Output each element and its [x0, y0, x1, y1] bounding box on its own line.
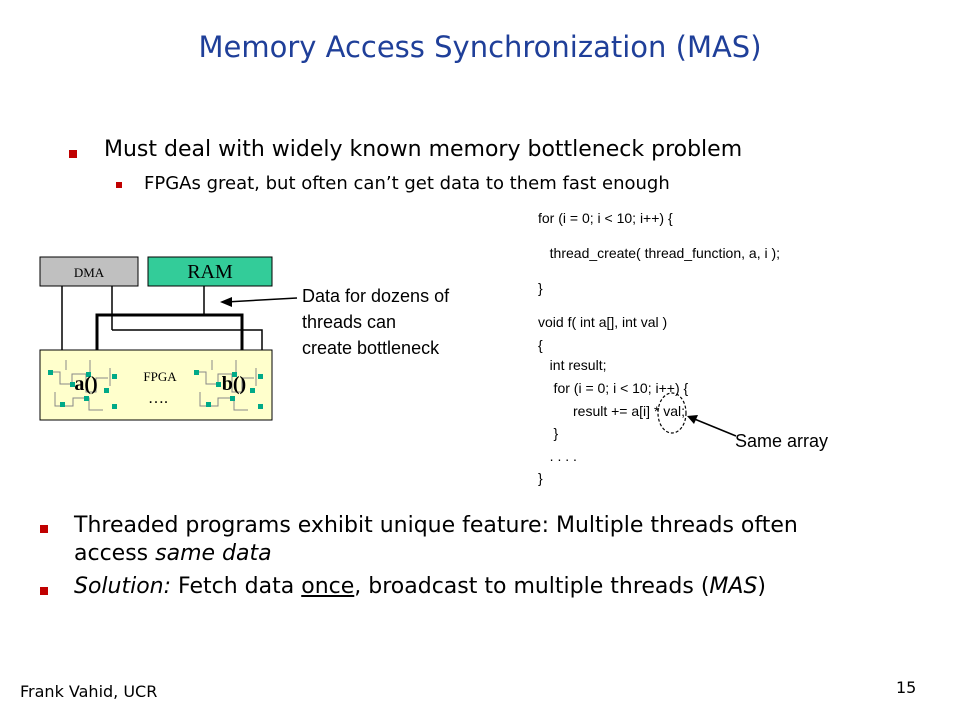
bullet-main: Must deal with widely known memory bottl… — [104, 137, 743, 162]
code-line: for (i = 0; i < 10; i++) { — [538, 380, 689, 396]
memory-diagram: DMA RAM a() b() FPGA …. — [39, 256, 298, 421]
same-array-callout: Same array — [735, 431, 829, 451]
ram-label: RAM — [187, 261, 233, 283]
text-fragment: ) — [757, 574, 767, 599]
bullet-threaded-line1: Threaded programs exhibit unique feature… — [74, 513, 798, 538]
bullet-marker — [40, 525, 48, 533]
code-line: } — [538, 280, 543, 296]
code-line: int result; — [538, 357, 607, 373]
bullet-marker — [40, 587, 48, 595]
callout-arrowhead — [687, 415, 698, 424]
bus-lines — [61, 286, 263, 350]
text-fragment-italic: same data — [155, 541, 272, 566]
text-fragment: Fetch data — [171, 574, 302, 599]
a-label: a() — [74, 373, 97, 395]
dma-label: DMA — [74, 265, 105, 280]
code-line: . . . . — [538, 448, 577, 464]
same-array-marker — [657, 392, 737, 437]
data-bus-lines — [95, 313, 244, 350]
callout-arrow-line — [691, 417, 737, 437]
code-line: thread_create( thread_function, a, i ); — [538, 245, 781, 261]
dotted-circle — [657, 392, 687, 434]
text-fragment: , broadcast to multiple threads ( — [354, 574, 710, 599]
b-label: b() — [222, 373, 246, 395]
fpga-label: FPGA — [143, 369, 177, 384]
code-line: } — [538, 470, 543, 486]
text-fragment-italic: MAS — [709, 574, 758, 599]
bullet-threaded-line2: access same data — [74, 540, 798, 568]
circuit-right — [196, 360, 257, 411]
bullet-sub: FPGAs great, but often can’t get data to… — [144, 173, 670, 194]
code-line: for (i = 0; i < 10; i++) { — [538, 210, 673, 226]
sub-bullet-marker — [116, 182, 122, 188]
annotation-line: threads can — [302, 312, 397, 332]
dma-box — [39, 256, 139, 287]
slide-title: Memory Access Synchronization (MAS) — [198, 30, 762, 64]
fpga-box — [39, 349, 273, 421]
circuit-right-nodes — [194, 370, 263, 409]
annotation-line: Data for dozens of — [302, 286, 450, 306]
bullet-threaded: Threaded programs exhibit unique feature… — [74, 512, 798, 568]
bottleneck-annotation: Data for dozens of threads can create bo… — [302, 283, 449, 361]
circuit-left — [50, 360, 111, 411]
text-fragment-underline: once — [301, 574, 355, 599]
footer-author: Frank Vahid, UCR — [20, 682, 158, 701]
circuit-left-nodes — [48, 370, 117, 409]
page-number: 15 — [896, 678, 917, 697]
fpga-dots: …. — [148, 390, 168, 407]
bullet-solution: Solution: Fetch data once, broadcast to … — [74, 574, 766, 599]
annotation-arrow-line — [225, 297, 298, 303]
code-line: void f( int a[], int val ) — [538, 314, 668, 330]
annotation-arrowhead — [220, 297, 232, 307]
annotation-line: create bottleneck — [302, 338, 440, 358]
bullet-marker — [69, 150, 77, 158]
text-fragment: access — [74, 541, 156, 566]
code-line: } — [538, 425, 559, 441]
code-line: result += a[i] * val; — [538, 403, 686, 419]
code-line: { — [538, 337, 543, 353]
text-fragment-italic: Solution: — [74, 574, 172, 599]
ram-box — [147, 256, 273, 287]
